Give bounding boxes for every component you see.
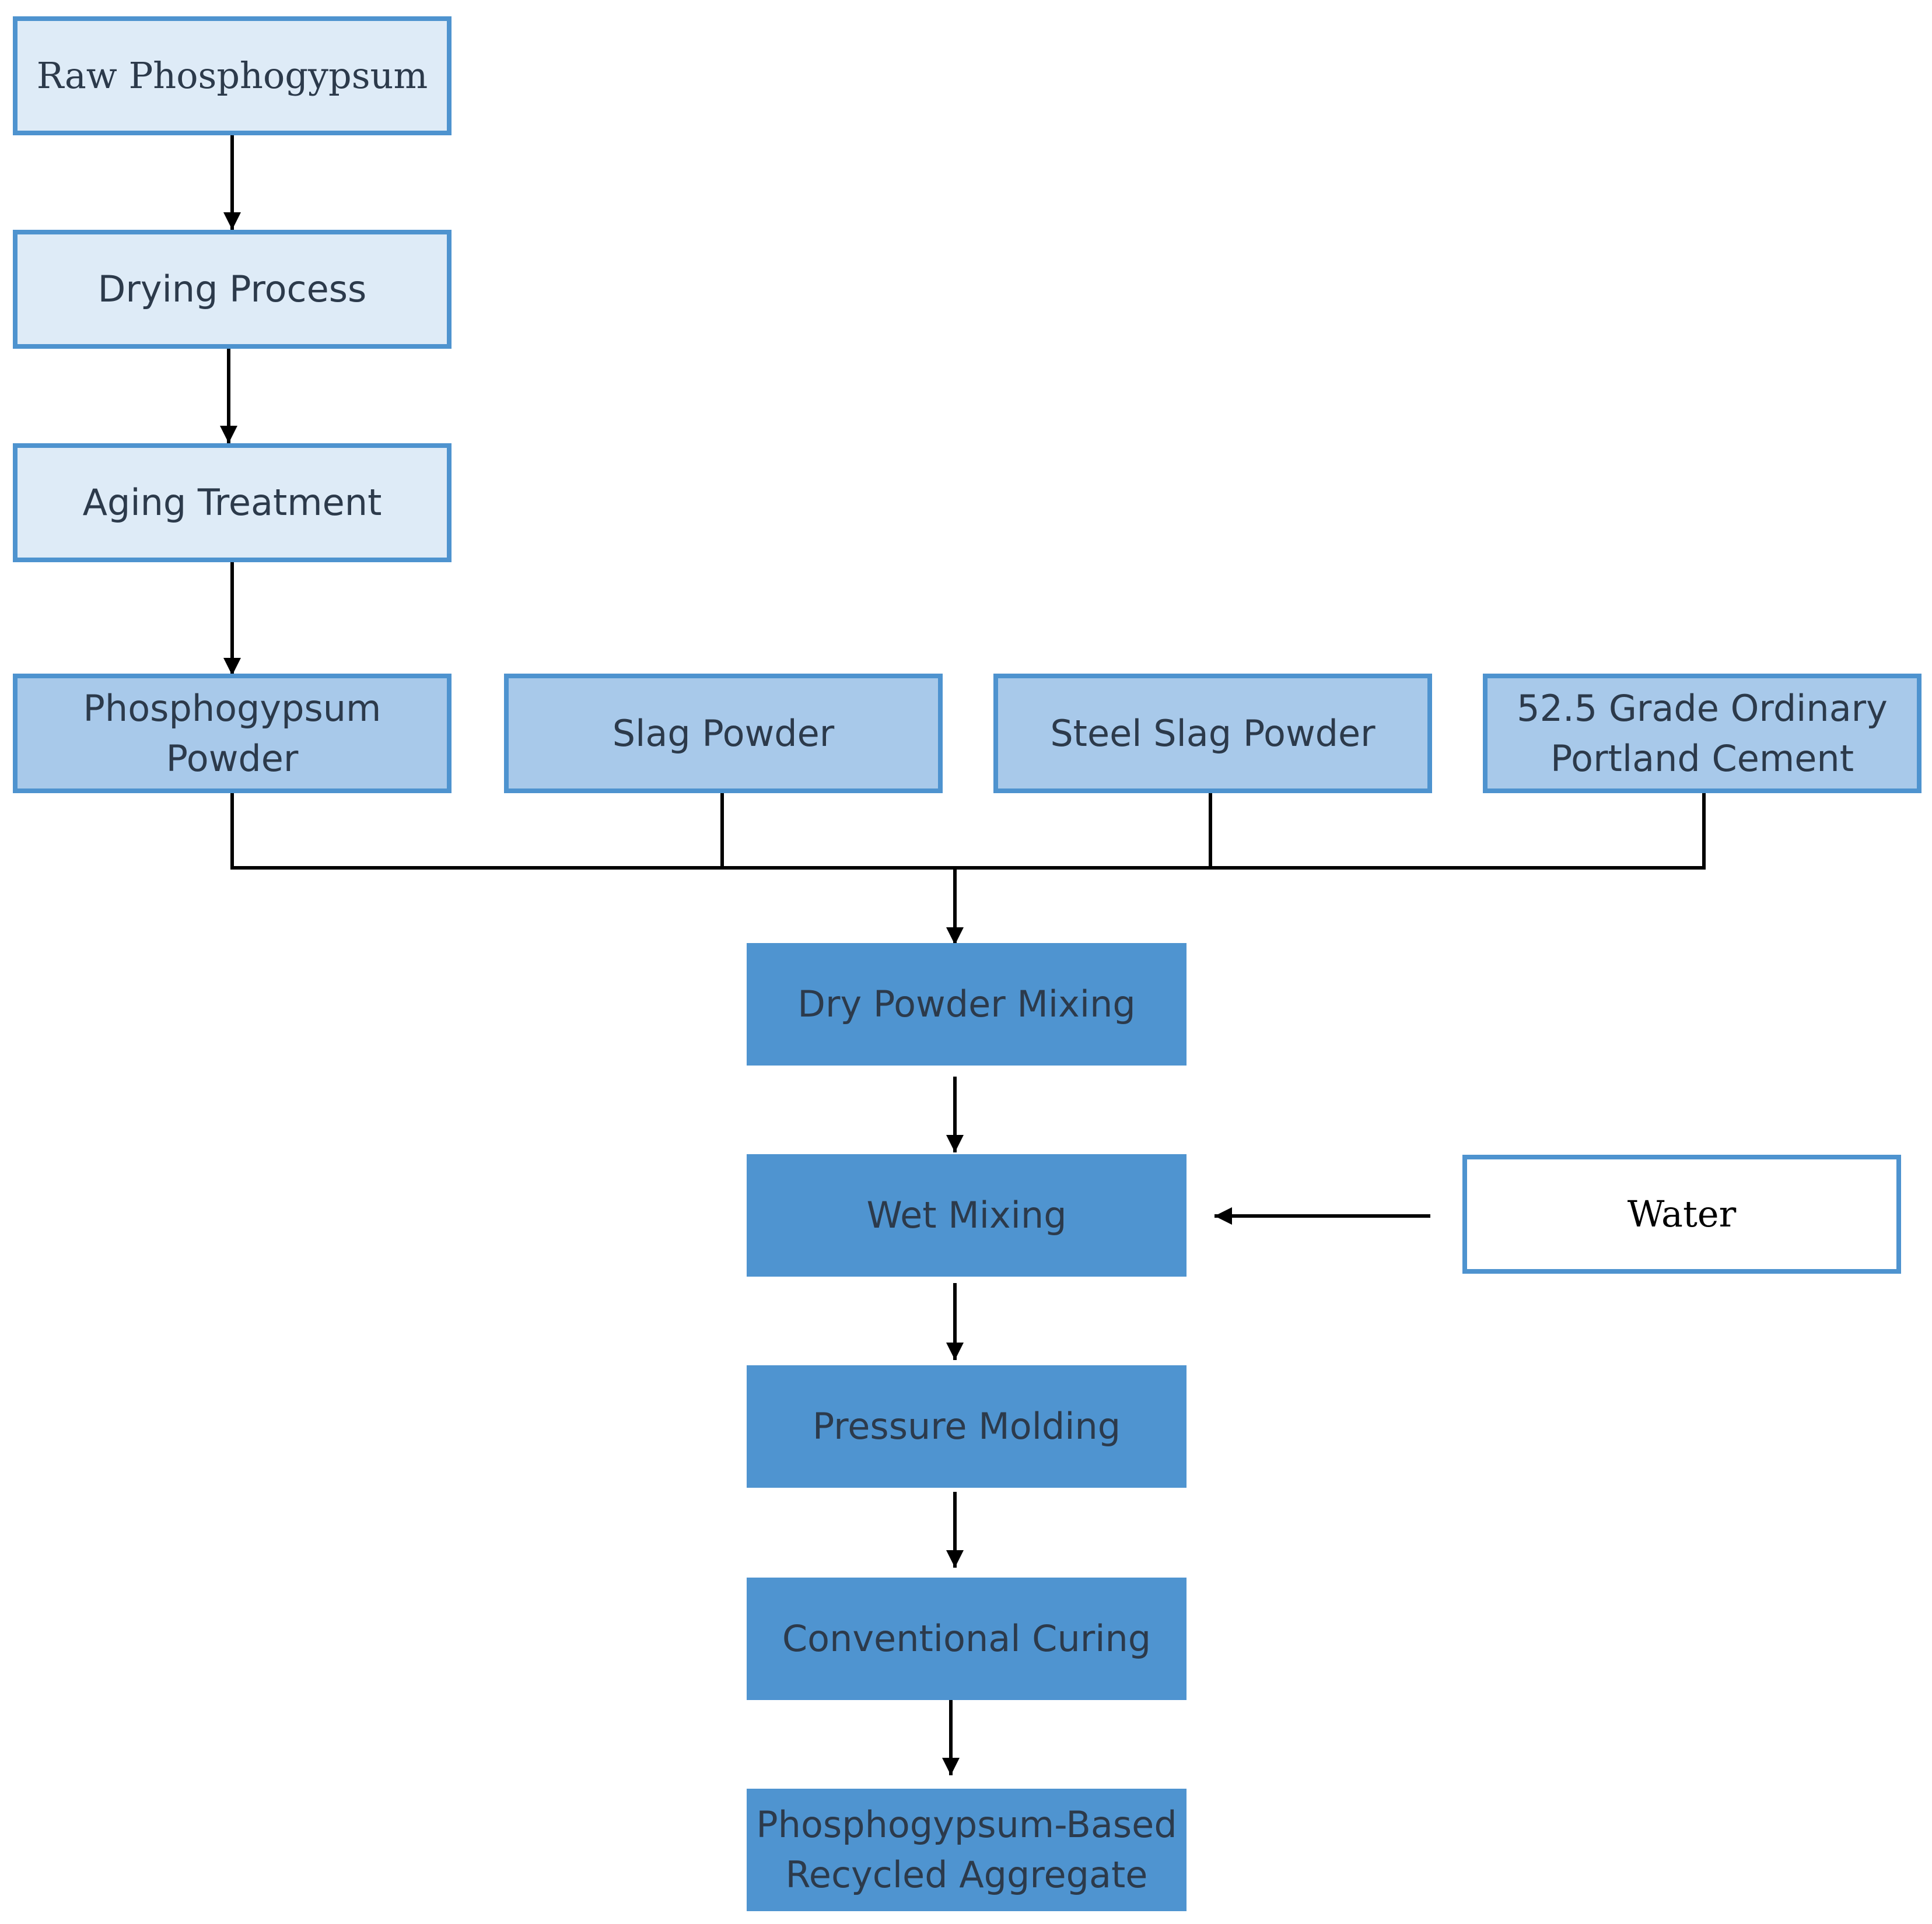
water-box: Water	[1462, 1155, 1901, 1274]
slag-powder-box: Slag Powder	[504, 674, 943, 793]
steel-slag-powder-box: Steel Slag Powder	[993, 674, 1432, 793]
dry-powder-mixing-box: Dry Powder Mixing	[747, 943, 1186, 1066]
drying-process-box: Drying Process	[13, 230, 452, 349]
wet-mixing-box: Wet Mixing	[747, 1154, 1186, 1277]
recycled-aggregate-box: Phosphogypsum-Based Recycled Aggregate	[747, 1789, 1186, 1911]
portland-cement-box: 52.5 Grade Ordinary Portland Cement	[1483, 674, 1922, 793]
raw-phosphogypsum-box: Raw Phosphogypsum	[13, 16, 452, 135]
conventional-curing-box: Conventional Curing	[747, 1578, 1186, 1700]
aging-treatment-box: Aging Treatment	[13, 443, 452, 562]
pressure-molding-box: Pressure Molding	[747, 1365, 1186, 1488]
phosphogypsum-powder-box: Phosphogypsum Powder	[13, 674, 452, 793]
